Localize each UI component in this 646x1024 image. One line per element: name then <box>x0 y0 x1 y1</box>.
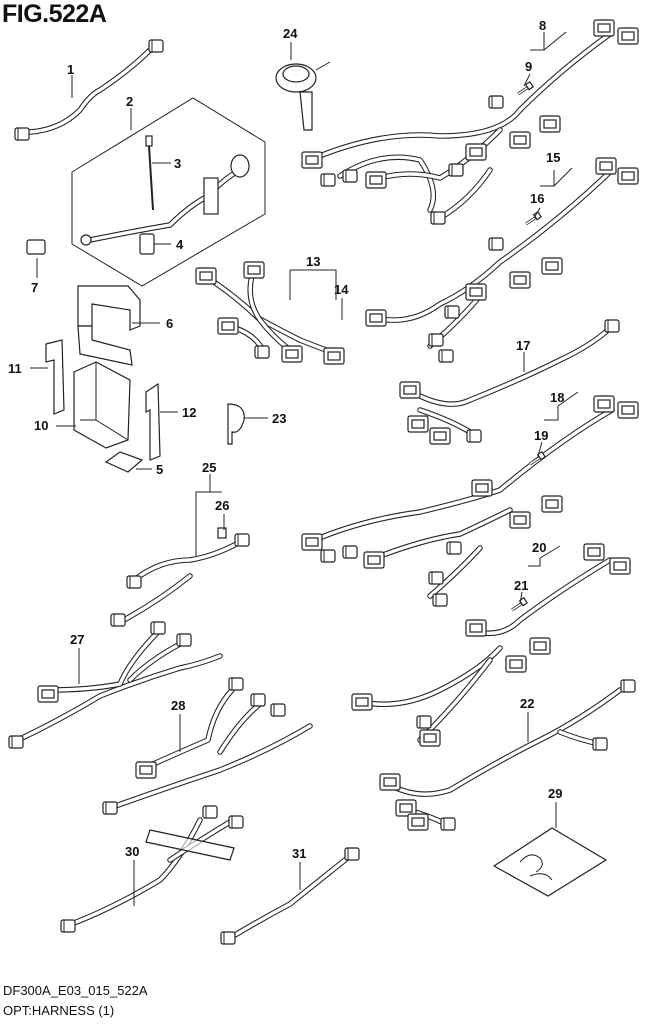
callout-numbers: 1 2 3 4 5 6 7 8 9 10 11 12 13 14 15 16 1… <box>8 18 564 861</box>
part-13-harness <box>195 261 345 365</box>
callout-24: 24 <box>283 26 298 41</box>
callout-16: 16 <box>530 191 544 206</box>
callout-18: 18 <box>550 390 564 405</box>
callout-4: 4 <box>176 237 184 252</box>
callout-14: 14 <box>334 282 349 297</box>
callout-7: 7 <box>31 280 38 295</box>
callout-31: 31 <box>292 846 306 861</box>
part-8-harness <box>301 19 639 225</box>
callout-3: 3 <box>174 156 181 171</box>
figure-name: OPT:HARNESS (1) <box>3 1003 115 1018</box>
callout-20: 20 <box>532 540 546 555</box>
callout-17: 17 <box>516 338 530 353</box>
part-12-bracket <box>145 382 161 461</box>
exploded-parts-diagram: 1 2 3 4 5 6 7 8 9 10 11 12 13 14 15 16 1… <box>8 18 639 945</box>
callout-21: 21 <box>514 578 528 593</box>
callout-1: 1 <box>67 62 74 77</box>
callout-29: 29 <box>548 786 562 801</box>
part-6-bracket <box>77 285 141 366</box>
part-17-harness <box>399 319 620 445</box>
part-31-harness <box>220 847 360 945</box>
callout-12: 12 <box>182 405 196 420</box>
callout-9: 9 <box>525 59 532 74</box>
part-2-kit-box <box>71 97 266 287</box>
part-23-clamp <box>227 403 245 445</box>
part-29-bag <box>492 827 608 897</box>
callout-19: 19 <box>534 428 548 443</box>
part-5-grommet <box>104 451 144 473</box>
callout-22: 22 <box>520 696 534 711</box>
part-20-harness <box>351 543 631 747</box>
callout-10: 10 <box>34 418 48 433</box>
part-30-harness <box>60 805 244 933</box>
callout-27: 27 <box>70 632 84 647</box>
callout-25: 25 <box>202 460 216 475</box>
part-10-control-unit <box>73 361 131 449</box>
callout-11: 11 <box>8 361 22 376</box>
part-1-harness <box>14 39 164 141</box>
part-25-harness <box>110 527 250 627</box>
callout-28: 28 <box>171 698 185 713</box>
callout-15: 15 <box>546 150 560 165</box>
callout-5: 5 <box>156 462 163 477</box>
figure-title: FIG.522A <box>2 0 107 28</box>
callout-13: 13 <box>306 254 320 269</box>
part-18-harness <box>301 395 639 607</box>
part-7-coupler <box>26 239 46 255</box>
leader-lines <box>30 31 579 906</box>
part-28-harness <box>102 677 313 815</box>
part-27-harness <box>8 621 223 749</box>
figure-code: DF300A_E03_015_522A <box>3 983 148 998</box>
callout-26: 26 <box>215 498 229 513</box>
part-24-cap <box>275 61 331 131</box>
callout-23: 23 <box>272 411 286 426</box>
callout-6: 6 <box>166 316 173 331</box>
part-15-harness <box>365 157 639 363</box>
part-11-bracket <box>45 339 65 415</box>
part-22-harness <box>379 679 636 831</box>
callout-30: 30 <box>125 844 139 859</box>
callout-2: 2 <box>126 94 133 109</box>
callout-8: 8 <box>539 18 546 33</box>
